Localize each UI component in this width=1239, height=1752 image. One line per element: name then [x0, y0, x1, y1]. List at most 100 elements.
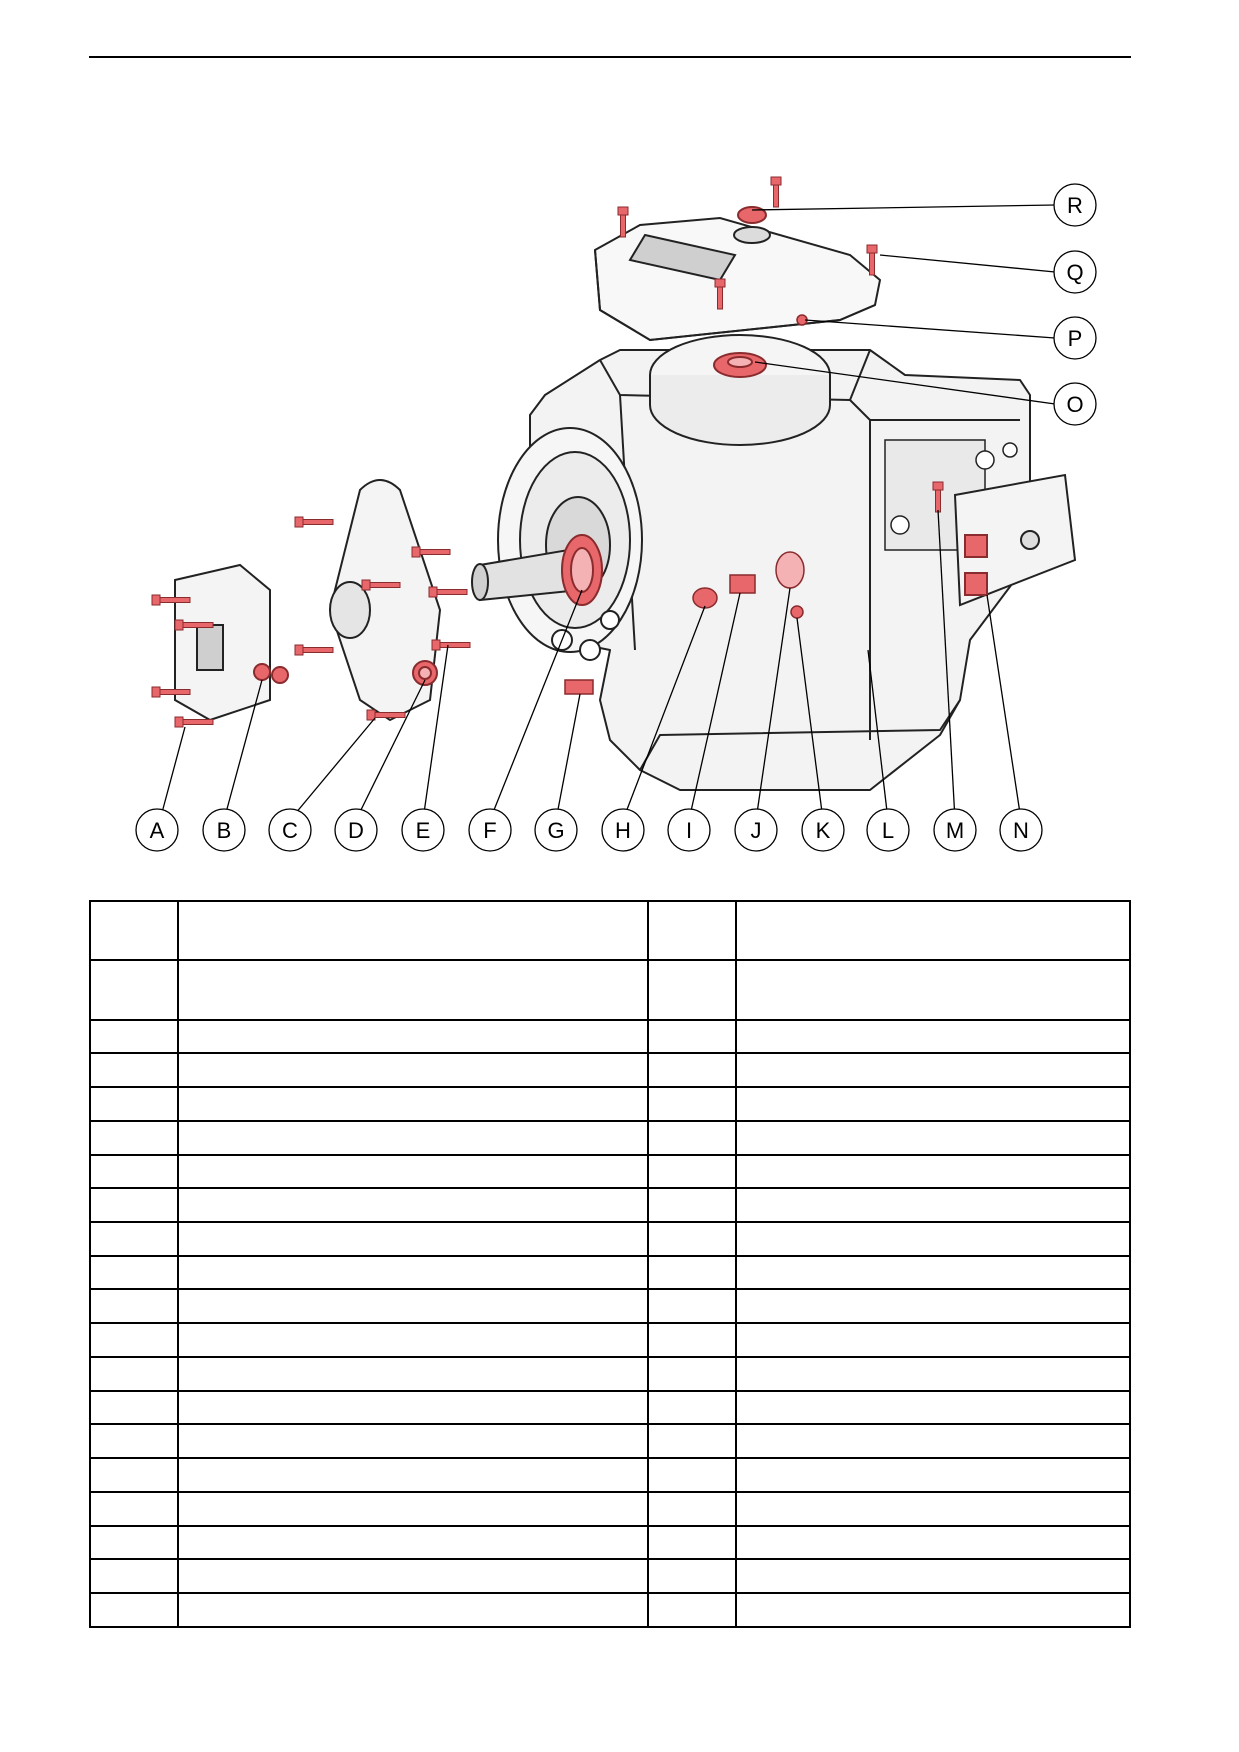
table-row	[89, 1187, 1131, 1223]
table-cell	[89, 1524, 179, 1561]
table-cell	[735, 1423, 1131, 1460]
front-cover-plate	[328, 479, 442, 722]
table-cell	[647, 1322, 737, 1358]
callout-j: J	[751, 818, 762, 843]
table-cell	[735, 1490, 1131, 1527]
table-row	[89, 1018, 1131, 1055]
table-row	[89, 1322, 1131, 1358]
table-cell	[647, 1153, 737, 1190]
table-cell	[89, 1288, 179, 1325]
callout-k: K	[816, 818, 831, 843]
table-cell	[735, 1592, 1131, 1628]
table-cell	[177, 1187, 649, 1223]
table-cell	[177, 1119, 649, 1156]
callout-p: P	[1068, 326, 1083, 351]
table-cell	[89, 1153, 179, 1190]
table-cell	[647, 1187, 737, 1223]
table-cell	[647, 1119, 737, 1156]
table-cell	[735, 1086, 1131, 1122]
callout-m: M	[946, 818, 964, 843]
table-cell	[647, 1086, 737, 1122]
table-cell	[735, 1052, 1131, 1089]
table-cell	[735, 1187, 1131, 1223]
table-cell	[647, 1355, 737, 1392]
callout-r: R	[1067, 193, 1083, 218]
table-cell	[89, 1018, 179, 1055]
table-header-row	[89, 959, 1131, 1021]
callout-l: L	[882, 818, 894, 843]
table-row	[89, 1355, 1131, 1392]
callout-n: N	[1013, 818, 1029, 843]
table-row	[89, 1592, 1131, 1628]
table-row	[89, 1086, 1131, 1122]
callout-circles-bottom	[135, 808, 1043, 852]
table-cell	[89, 1322, 179, 1358]
table-row	[89, 1119, 1131, 1156]
table-cell	[647, 1558, 737, 1595]
table-cell	[89, 1592, 179, 1628]
table-cell	[647, 1423, 737, 1460]
table-cell	[735, 1355, 1131, 1392]
table-cell	[89, 899, 179, 962]
exploded-view-figure: A B C D E F G H I J K L M N R Q P O	[135, 176, 1097, 852]
table-cell	[177, 1018, 649, 1055]
table-cell	[647, 1592, 737, 1628]
table-cell	[735, 1254, 1131, 1291]
callout-i: I	[686, 818, 692, 843]
table-cell	[647, 1254, 737, 1291]
table-cell	[735, 1558, 1131, 1595]
callout-e: E	[416, 818, 431, 843]
table-row	[89, 1389, 1131, 1426]
table-cell	[89, 1490, 179, 1527]
callout-o: O	[1066, 392, 1083, 417]
table-cell	[735, 1524, 1131, 1561]
table-cell	[177, 1558, 649, 1595]
table-cell	[647, 959, 737, 1021]
table-row	[89, 1490, 1131, 1527]
table-cell	[89, 1052, 179, 1089]
table-cell	[647, 899, 737, 962]
callout-c: C	[282, 818, 298, 843]
transmission-illustration: A B C D E F G H I J K L M N R Q P O	[135, 176, 1097, 852]
callout-h: H	[615, 818, 631, 843]
table-cell	[735, 959, 1131, 1021]
table-cell	[647, 1457, 737, 1493]
table-cell	[177, 1254, 649, 1291]
table-cell	[89, 1119, 179, 1156]
table-cell	[735, 1288, 1131, 1325]
callout-f: F	[483, 818, 496, 843]
table-cell	[647, 1018, 737, 1055]
table-row	[89, 1524, 1131, 1561]
input-shaft	[471, 534, 603, 606]
side-cover-recess	[884, 439, 1018, 551]
table-cell	[735, 1018, 1131, 1055]
parts-table-body	[89, 899, 1131, 1628]
table-row	[89, 1052, 1131, 1089]
callout-g: G	[547, 818, 564, 843]
table-cell	[647, 1389, 737, 1426]
table-cell	[89, 1187, 179, 1223]
table-cell	[177, 1221, 649, 1257]
table-cell	[735, 1119, 1131, 1156]
table-cell	[735, 1153, 1131, 1190]
table-cell	[177, 1389, 649, 1426]
table-cell	[177, 1457, 649, 1493]
table-row	[89, 1457, 1131, 1493]
table-cell	[89, 1389, 179, 1426]
table-row	[89, 1288, 1131, 1325]
table-cell	[735, 1322, 1131, 1358]
callout-circles-right	[1053, 183, 1097, 426]
table-row	[89, 1558, 1131, 1595]
table-cell	[177, 1524, 649, 1561]
table-cell	[647, 1221, 737, 1257]
leader-lines	[159, 204, 1056, 821]
top-cover	[593, 206, 882, 342]
table-cell	[647, 1052, 737, 1089]
callout-b: B	[217, 818, 232, 843]
table-row	[89, 1254, 1131, 1291]
table-row	[89, 1423, 1131, 1460]
pump-block	[174, 563, 289, 722]
table-cell	[735, 1457, 1131, 1493]
table-cell	[177, 1592, 649, 1628]
table-cell	[89, 1254, 179, 1291]
